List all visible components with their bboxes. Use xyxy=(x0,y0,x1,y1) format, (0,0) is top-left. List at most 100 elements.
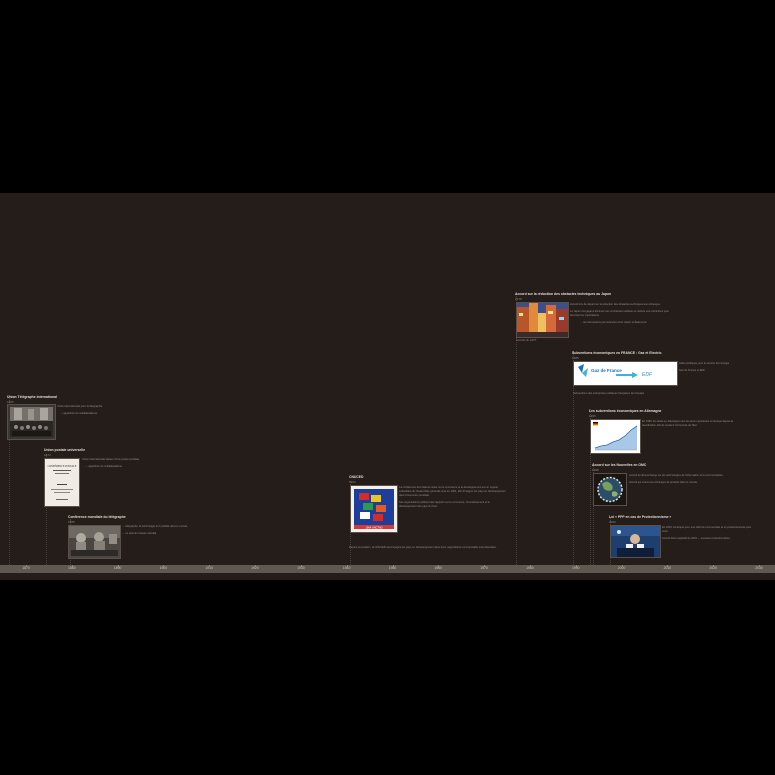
globe-image xyxy=(594,474,626,505)
event-date: 1985 xyxy=(572,356,579,360)
guide-line xyxy=(46,455,47,565)
timeline-tick-label: 1920 xyxy=(251,566,259,570)
timeline-panel[interactable]: Union Télégraphe international 1865 Unio… xyxy=(0,193,775,580)
timeline-tick-label: 1890 xyxy=(113,566,122,570)
event-photo[interactable] xyxy=(590,419,641,454)
event-text-line: En 2003, Amérique pour une réforme comme… xyxy=(662,526,752,533)
timeline-tick-label: 2010 xyxy=(663,566,672,570)
press-conference-image xyxy=(611,526,660,557)
event-card[interactable]: Les subventions économiques en Allemagne… xyxy=(589,409,661,418)
event-photo[interactable]: 1964 UNCTAD xyxy=(350,485,398,533)
event-text-line: Accord de libre-échange sur les technolo… xyxy=(629,474,724,477)
event-date: 1865 xyxy=(7,400,14,404)
event-date: 1885 xyxy=(68,520,75,524)
event-card[interactable]: Loi « PPP en cas de Protectionnisme » 20… xyxy=(609,515,671,524)
timeline-tick-mark xyxy=(438,565,440,567)
event-title: Accord sur les Nouvelles en OMC xyxy=(592,463,647,467)
event-description: Accord de libre-échange sur les technolo… xyxy=(629,474,744,488)
timeline-tick-label: 1870 xyxy=(22,566,30,570)
event-description: Union internationale pour la télégraphie… xyxy=(57,405,132,419)
event-caption: Accords du GATT xyxy=(516,339,537,342)
document-cover-image: CONFÉRENCE POSTALE xyxy=(45,459,79,506)
event-title: Loi « PPP en cas de Protectionnisme » xyxy=(609,515,672,519)
event-photo[interactable]: Gaz de France EDF xyxy=(573,361,678,386)
timeline-tick-mark xyxy=(575,565,577,567)
event-date: 1978 xyxy=(515,297,522,301)
timeline-tick-label: 2000 xyxy=(617,566,626,570)
event-description: En 2003, Amérique pour une réforme comme… xyxy=(662,526,752,544)
telegraph-photo-image xyxy=(69,526,120,558)
event-text-line: Depuis sa création, la CNUCED accompagne… xyxy=(349,546,497,549)
event-card[interactable]: Accord sur les Nouvelles en OMC 1998 xyxy=(592,463,646,472)
event-caption: Subventions des entreprises publiques fr… xyxy=(573,392,645,395)
timeline-tick-label: 1880 xyxy=(68,566,76,570)
event-card[interactable]: Conférence mondiale du télégraphe 1885 xyxy=(68,515,126,524)
logo-text: Gaz de France xyxy=(591,368,622,373)
event-title: Les subventions économiques en Allemagne xyxy=(589,409,662,413)
timeline-tick-label: 2020 xyxy=(709,566,717,570)
timeline-tick-label: 1980 xyxy=(526,566,534,570)
timeline-tick-label: 1930 xyxy=(297,566,305,570)
event-text-line: Aides publiques pour le secteur de l'éne… xyxy=(679,362,730,365)
event-description: → télégraphe: la technologie et il mobil… xyxy=(122,525,202,539)
cover-title: CONFÉRENCE POSTALE xyxy=(48,465,77,468)
group-photo-image xyxy=(8,405,55,439)
timeline-tick-mark xyxy=(484,565,486,567)
event-description-extra: Depuis sa création, la CNUCED accompagne… xyxy=(349,546,509,553)
event-card[interactable]: Subventions économiques en FRANCE : Gaz … xyxy=(572,351,662,360)
event-text-line: Le Japon s'engage à diminuer ses contrai… xyxy=(570,310,670,317)
event-description: Union internationale lauteur d'une poste… xyxy=(82,458,157,472)
event-text-line: Union internationale pour la télégraphie xyxy=(57,405,103,408)
timeline-tick-mark xyxy=(300,565,302,567)
event-photo[interactable] xyxy=(68,525,121,559)
guide-line xyxy=(573,351,574,565)
economy-chart-image xyxy=(591,420,640,453)
guide-line xyxy=(9,395,10,565)
guide-line xyxy=(593,463,594,565)
event-description: La Conférence des Nations unies sur le c… xyxy=(399,486,507,512)
timeline-tick-label: 2030 xyxy=(755,566,763,570)
event-photo[interactable] xyxy=(593,473,627,506)
event-date: 1874 xyxy=(44,453,51,457)
timeline-tick-label: 1960 xyxy=(434,566,443,570)
event-title: Union Télégraphe international xyxy=(7,395,57,399)
timeline-tick-mark xyxy=(163,565,165,567)
timeline-tick-mark xyxy=(209,565,211,567)
event-photo[interactable]: CONFÉRENCE POSTALE xyxy=(44,458,80,507)
event-text-line: → apparition du multilatéralisme xyxy=(85,465,123,468)
event-text-line: Accord qui couvre les échanges de produi… xyxy=(629,481,698,484)
event-card[interactable]: Accord sur la réduction des obstacles te… xyxy=(515,292,611,301)
event-card[interactable]: CNUCED 1964 xyxy=(349,475,364,484)
guide-line xyxy=(516,293,517,565)
timeline-tick-label: 1940 xyxy=(342,566,351,570)
stamp-caption: 1964 UNCTAD xyxy=(365,526,382,530)
event-photo[interactable] xyxy=(610,525,661,558)
event-title: Union postale universelle xyxy=(44,448,86,452)
city-street-image xyxy=(517,303,568,337)
event-date: 1998 xyxy=(592,468,599,472)
timeline-tick-mark xyxy=(621,565,623,567)
event-card[interactable]: Union Télégraphe international 1865 xyxy=(7,395,57,404)
event-date: 1964 xyxy=(349,480,356,484)
timeline-tick-mark xyxy=(71,565,73,567)
timeline-tick-mark xyxy=(713,565,715,567)
timeline-tick-mark xyxy=(529,565,531,567)
event-text-line: La Conférence des Nations unies sur le c… xyxy=(399,486,506,497)
event-photo[interactable] xyxy=(7,404,56,440)
event-photo[interactable] xyxy=(516,302,569,338)
event-text-line: En 1995, les aides en Allemagne sont les… xyxy=(642,420,733,427)
guide-line xyxy=(590,409,591,565)
timeline-tick-mark xyxy=(667,565,669,567)
timeline-tick-mark xyxy=(392,565,394,567)
timeline-tick-label: 1990 xyxy=(571,566,580,570)
event-text-line: → les discussions permanentes entre Japo… xyxy=(580,321,647,324)
event-title: Conférence mondiale du télégraphe xyxy=(68,515,126,519)
timeline-tick-label: 1970 xyxy=(480,566,488,570)
event-description: En 1995, les aides en Allemagne sont les… xyxy=(642,420,745,431)
event-description: Accord lors de départ sur la réduction d… xyxy=(570,303,670,328)
timeline-tick-label: 1900 xyxy=(159,566,168,570)
gaz-de-france-logo-image: Gaz de France EDF xyxy=(574,362,677,385)
event-card[interactable]: Union postale universelle 1874 xyxy=(44,448,85,457)
logo-text-2: EDF xyxy=(642,372,653,378)
